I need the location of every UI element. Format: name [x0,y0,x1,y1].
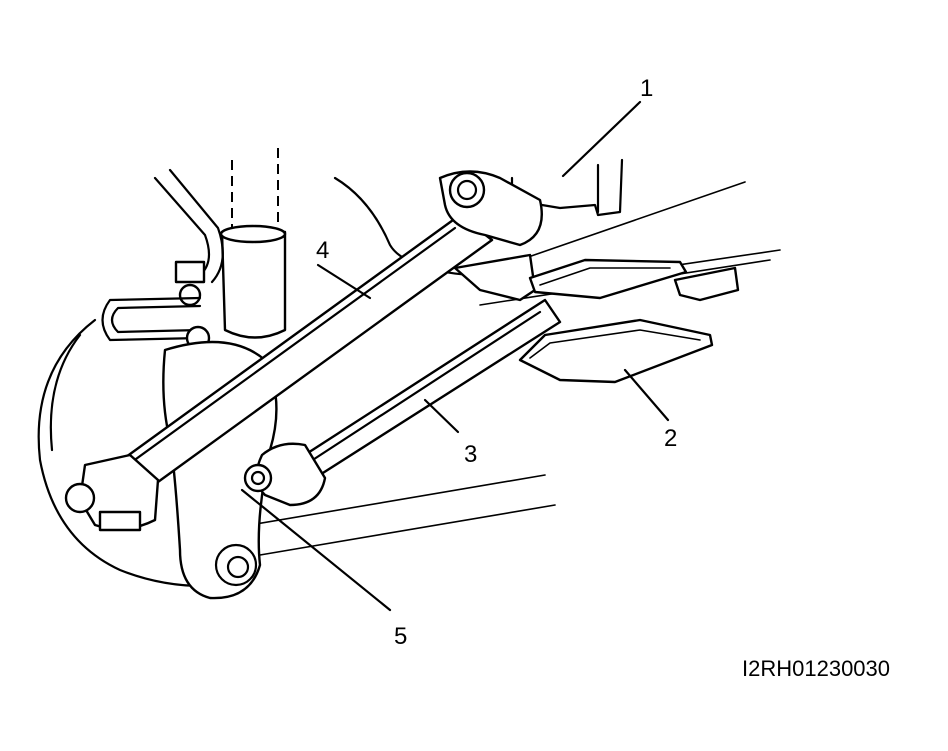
leader-lines [240,100,670,612]
lateral-link-upper [64,170,543,532]
lateral-link-lower [243,253,740,507]
pads [518,258,714,384]
callout-1: 1 [640,75,653,102]
callout-5: 5 [394,623,407,650]
callout-4: 4 [316,237,329,264]
callout-3: 3 [464,441,477,468]
callout-2: 2 [664,425,677,452]
strut-assembly [101,148,287,351]
figure-code: I2RH01230030 [742,656,890,681]
